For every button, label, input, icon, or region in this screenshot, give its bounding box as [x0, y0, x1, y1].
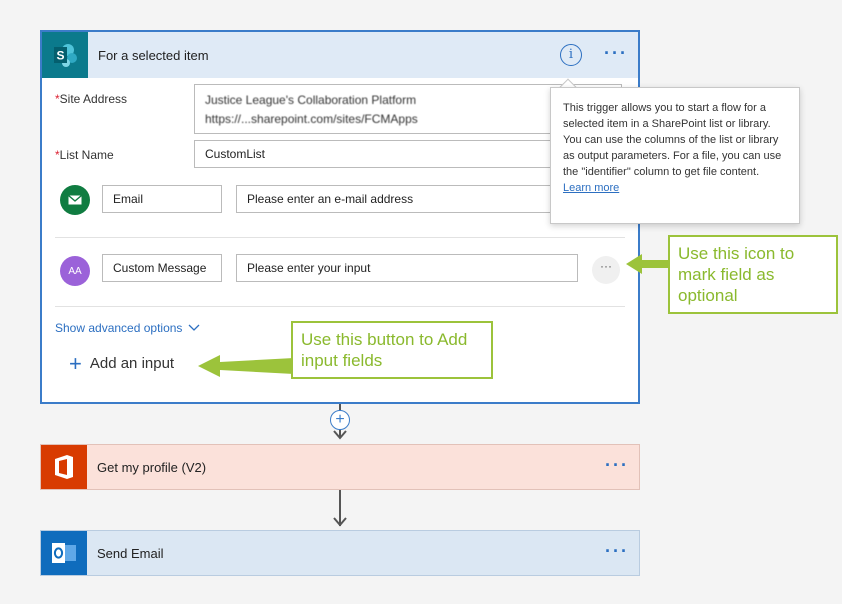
text-aa-icon: AA — [60, 256, 90, 286]
site-address-line1: Justice League's Collaboration Platform — [205, 93, 417, 107]
optional-field-menu-button[interactable]: ··· — [592, 256, 620, 284]
email-input-name[interactable]: Email — [102, 185, 222, 213]
office-icon — [41, 445, 87, 489]
add-input-label: Add an input — [89, 355, 175, 372]
svg-text:S: S — [56, 49, 64, 63]
custom-message-input-name[interactable]: Custom Message — [102, 254, 222, 282]
email-input-placeholder[interactable]: Please enter an e-mail address — [236, 185, 576, 213]
required-mark: * — [55, 92, 60, 106]
custom-message-input-placeholder[interactable]: Please enter your input — [236, 254, 578, 282]
site-address-label: *Site Address — [55, 92, 128, 106]
get-my-profile-more-icon[interactable]: ··· — [605, 455, 629, 475]
outlook-icon — [41, 531, 87, 575]
add-step-plus-icon[interactable]: + — [330, 410, 350, 430]
arrow-down-icon — [333, 430, 347, 440]
required-mark: * — [55, 148, 60, 162]
get-my-profile-card[interactable]: Get my profile (V2) ··· — [40, 444, 640, 490]
learn-more-link[interactable]: Learn more — [563, 182, 620, 194]
email-envelope-icon — [60, 185, 90, 215]
list-name-label: *List Name — [55, 148, 114, 162]
get-my-profile-title: Get my profile (V2) — [97, 459, 207, 475]
site-address-line2: https://...sharepoint.com/sites/FCMApps — [205, 112, 418, 126]
trigger-card-header[interactable]: S For a selected item i ··· — [42, 32, 638, 78]
send-email-more-icon[interactable]: ··· — [605, 541, 629, 561]
add-input-button[interactable]: + Add an input — [69, 350, 175, 376]
trigger-card: S For a selected item i ··· *Site Addres… — [40, 30, 640, 404]
sharepoint-icon: S — [42, 32, 88, 78]
divider — [55, 306, 625, 307]
plus-icon: + — [69, 350, 82, 376]
show-advanced-options-link[interactable]: Show advanced options — [55, 321, 200, 335]
optional-icon-callout: Use this icon to mark field as optional — [668, 235, 838, 314]
send-email-card[interactable]: Send Email ··· — [40, 530, 640, 576]
info-icon[interactable]: i — [560, 44, 582, 66]
trigger-title: For a selected item — [98, 47, 209, 63]
arrow-down-icon — [333, 517, 347, 527]
add-input-callout: Use this button to Add input fields — [291, 321, 493, 379]
divider — [55, 237, 625, 238]
flow-connector — [339, 490, 341, 526]
trigger-info-tooltip: This trigger allows you to start a flow … — [550, 87, 800, 224]
send-email-title: Send Email — [97, 545, 164, 561]
trigger-more-menu-icon[interactable]: ··· — [604, 43, 628, 63]
tooltip-text: This trigger allows you to start a flow … — [563, 102, 782, 178]
get-my-profile-header[interactable]: Get my profile (V2) ··· — [41, 445, 639, 489]
callout-arrow-icon — [198, 355, 294, 377]
chevron-down-icon — [188, 324, 200, 331]
send-email-header[interactable]: Send Email ··· — [41, 531, 639, 575]
callout-arrow-icon — [626, 254, 668, 274]
